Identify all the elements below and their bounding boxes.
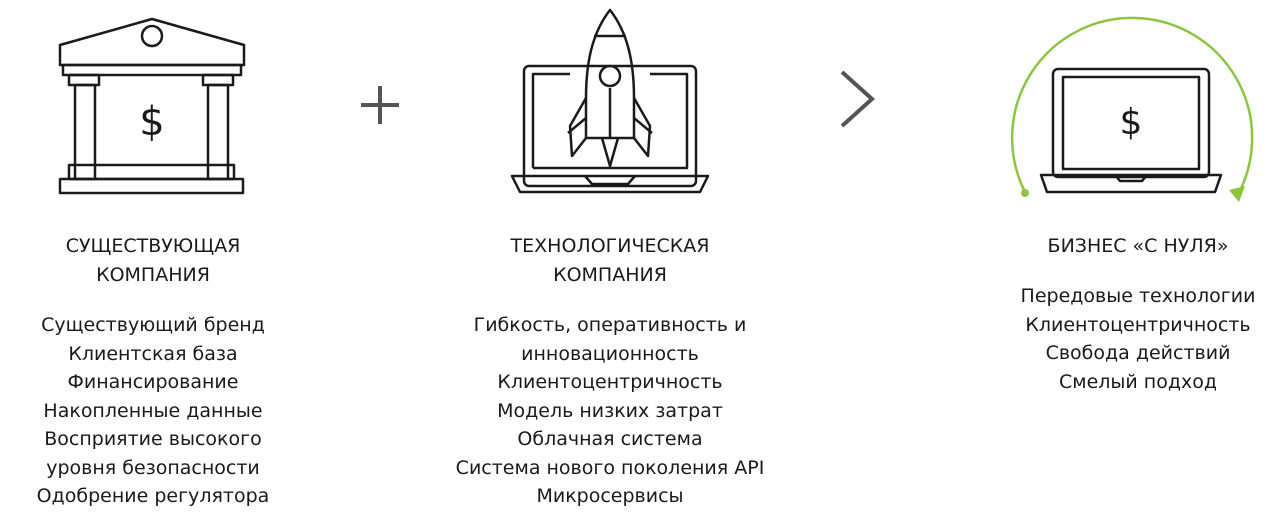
list-item: Восприятие высокого [44, 428, 262, 450]
list-item: Облачная система [517, 428, 703, 450]
cycle-arc [1010, 16, 1254, 199]
column-business-from-scratch: БИЗНЕС «С НУЛЯ» Передовые технологии Кли… [1005, 232, 1271, 396]
list-item: Одобрение регулятора [36, 485, 270, 507]
cycle-arrowhead [1229, 186, 1245, 202]
list-item: Микросервисы [536, 485, 684, 507]
column-existing-company: СУЩЕСТВУЮЩАЯ КОМПАНИЯ Существующий бренд… [0, 232, 306, 511]
column-title-line: КОМПАНИЯ [96, 264, 210, 286]
list-item: Существующий бренд [41, 314, 265, 336]
greater-than-icon [840, 70, 875, 128]
column-tech-company: ТЕХНОЛОГИЧЕСКАЯ КОМПАНИЯ Гибкость, опера… [435, 232, 785, 511]
column-title-line: СУЩЕСТВУЮЩАЯ [65, 235, 241, 257]
column-title: БИЗНЕС «С НУЛЯ» [1005, 232, 1271, 261]
list-item: Передовые технологии [1020, 285, 1256, 307]
laptop-rocket-icon [510, 8, 710, 194]
list-item: Гибкость, оперативность и [473, 314, 747, 336]
list-item: Модель низких затрат [497, 399, 723, 422]
list-item: Клиентоцентричность [1025, 313, 1251, 336]
column-title: ТЕХНОЛОГИЧЕСКАЯ КОМПАНИЯ [435, 232, 785, 290]
list-item: Система нового поколения API [455, 456, 765, 479]
list-item: Свобода действий [1045, 342, 1231, 364]
plus-icon [361, 86, 399, 124]
list-item: инновационность [521, 342, 699, 365]
bank-dollar-icon: $ [58, 17, 246, 195]
feature-list: Гибкость, оперативность и инновационност… [435, 311, 785, 511]
bank-dollar-sign: $ [139, 99, 164, 145]
feature-list: Существующий бренд Клиентская база Финан… [0, 311, 306, 511]
list-item: Клиентская база [68, 342, 238, 365]
column-title-line: БИЗНЕС «С НУЛЯ» [1047, 235, 1229, 257]
column-title-line: КОМПАНИЯ [553, 264, 667, 286]
list-item: Финансирование [67, 371, 239, 393]
list-item: Смелый подход [1058, 370, 1217, 393]
list-item: Накопленные данные [43, 399, 263, 422]
column-title-line: ТЕХНОЛОГИЧЕСКАЯ [510, 235, 710, 257]
column-title: СУЩЕСТВУЮЩАЯ КОМПАНИЯ [0, 232, 306, 290]
list-item: уровня безопасности [46, 456, 260, 479]
laptop-dollar-cycle-icon: $ [1010, 16, 1254, 202]
cycle-start-dot [1021, 189, 1029, 197]
laptop-dollar-sign: $ [1120, 102, 1143, 143]
list-item: Клиентоцентричность [497, 371, 723, 393]
feature-list: Передовые технологии Клиентоцентричность… [1005, 282, 1271, 396]
